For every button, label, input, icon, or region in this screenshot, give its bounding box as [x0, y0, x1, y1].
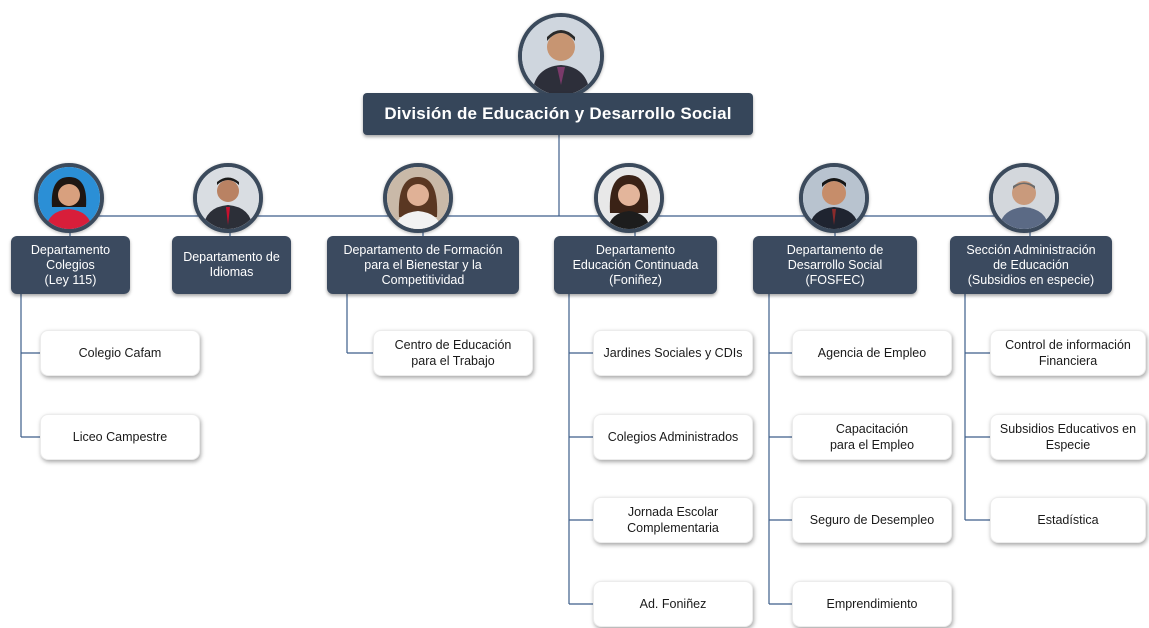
dept-educacion-continuada-line-1: Departamento	[595, 242, 676, 257]
unit-card: Subsidios Educativos en Especie	[990, 414, 1146, 460]
unit-card: Jardines Sociales y CDIs	[593, 330, 753, 376]
unit-card: Control de información Financiera	[990, 330, 1146, 376]
unit-label: Seguro de Desempleo	[809, 513, 935, 527]
unit-label: Ad. Foniñez	[639, 597, 707, 611]
dept-educacion-continuada-box: Departamento Educación Continuada (Foniñ…	[554, 236, 717, 294]
unit-label-line-2: Financiera	[1038, 354, 1098, 368]
unit-card: Capacitación para el Empleo	[792, 414, 952, 460]
unit-card: Colegios Administrados	[593, 414, 753, 460]
dept-desarrollo-social-line-3: (FOSFEC)	[805, 272, 865, 287]
unit-label-line-1: Control de información	[1005, 338, 1131, 352]
dept-idiomas-photo	[193, 163, 263, 233]
unit-card: Estadística	[990, 497, 1146, 543]
unit-label-line-2: para el Empleo	[829, 438, 915, 452]
unit-label-line-1: Capacitación	[835, 422, 909, 436]
unit-card: Jornada Escolar Complementaria	[593, 497, 753, 543]
dept-formacion-box: Departamento de Formación para el Bienes…	[327, 236, 519, 294]
dept-educacion-continuada-line-3: (Foniñez)	[609, 272, 662, 287]
dept-educacion-continuada-line-2: Educación Continuada	[572, 257, 699, 272]
unit-card: Agencia de Empleo	[792, 330, 952, 376]
unit-label: Colegios Administrados	[607, 430, 739, 444]
dept-formacion-line-1: Departamento de Formación	[343, 242, 503, 257]
dept-colegios-box: Departamento Colegios (Ley 115)	[11, 236, 130, 294]
dept-desarrollo-social-line-2: Desarrollo Social	[787, 257, 883, 272]
dept-colegios-photo	[34, 163, 104, 233]
dept-idiomas-box: Departamento de Idiomas	[172, 236, 291, 294]
dept-formacion-line-2: para el Bienestar y la	[364, 257, 482, 272]
dept-formacion-photo	[383, 163, 453, 233]
seccion-administracion-box: Sección Administración de Educación (Sub…	[950, 236, 1112, 294]
dept-formacion-line-3: Competitividad	[381, 272, 465, 287]
dept-idiomas-line-2: Idiomas	[209, 265, 254, 279]
unit-card: Ad. Foniñez	[593, 581, 753, 627]
seccion-administracion-line-2: de Educación	[993, 257, 1069, 272]
seccion-administracion-line-3: (Subsidios en especie)	[967, 272, 1095, 287]
unit-card: Seguro de Desempleo	[792, 497, 952, 543]
unit-card: Colegio Cafam	[40, 330, 200, 376]
dept-idiomas-line-1: Departamento de	[183, 250, 280, 264]
unit-label-line-2: para el Trabajo	[411, 354, 495, 368]
unit-label-line-1: Subsidios Educativos en	[999, 422, 1137, 436]
unit-label-line-1: Jornada Escolar	[627, 505, 719, 519]
director-photo	[518, 13, 604, 99]
dept-desarrollo-social-photo	[799, 163, 869, 233]
unit-card: Emprendimiento	[792, 581, 952, 627]
unit-card: Liceo Campestre	[40, 414, 200, 460]
dept-desarrollo-social-box: Departamento de Desarrollo Social (FOSFE…	[753, 236, 917, 294]
unit-label: Agencia de Empleo	[817, 346, 927, 360]
division-title: División de Educación y Desarrollo Socia…	[363, 93, 753, 135]
unit-card: Centro de Educación para el Trabajo	[373, 330, 533, 376]
unit-label: Jardines Sociales y CDIs	[603, 346, 743, 360]
unit-label: Liceo Campestre	[72, 430, 168, 444]
unit-label-line-1: Centro de Educación	[394, 338, 512, 352]
unit-label-line-2: Especie	[1045, 438, 1091, 452]
dept-colegios-line-1: Departamento	[30, 242, 111, 257]
seccion-administracion-photo	[989, 163, 1059, 233]
dept-colegios-line-2: Colegios	[46, 257, 95, 272]
unit-label: Estadística	[1037, 513, 1099, 527]
seccion-administracion-line-1: Sección Administración	[966, 242, 1096, 257]
dept-colegios-line-3: (Ley 115)	[44, 272, 97, 287]
dept-educacion-continuada-photo	[594, 163, 664, 233]
unit-label: Emprendimiento	[826, 597, 918, 611]
unit-label-line-2: Complementaria	[627, 521, 719, 535]
dept-desarrollo-social-line-1: Departamento de	[786, 242, 884, 257]
unit-label: Colegio Cafam	[78, 346, 162, 360]
